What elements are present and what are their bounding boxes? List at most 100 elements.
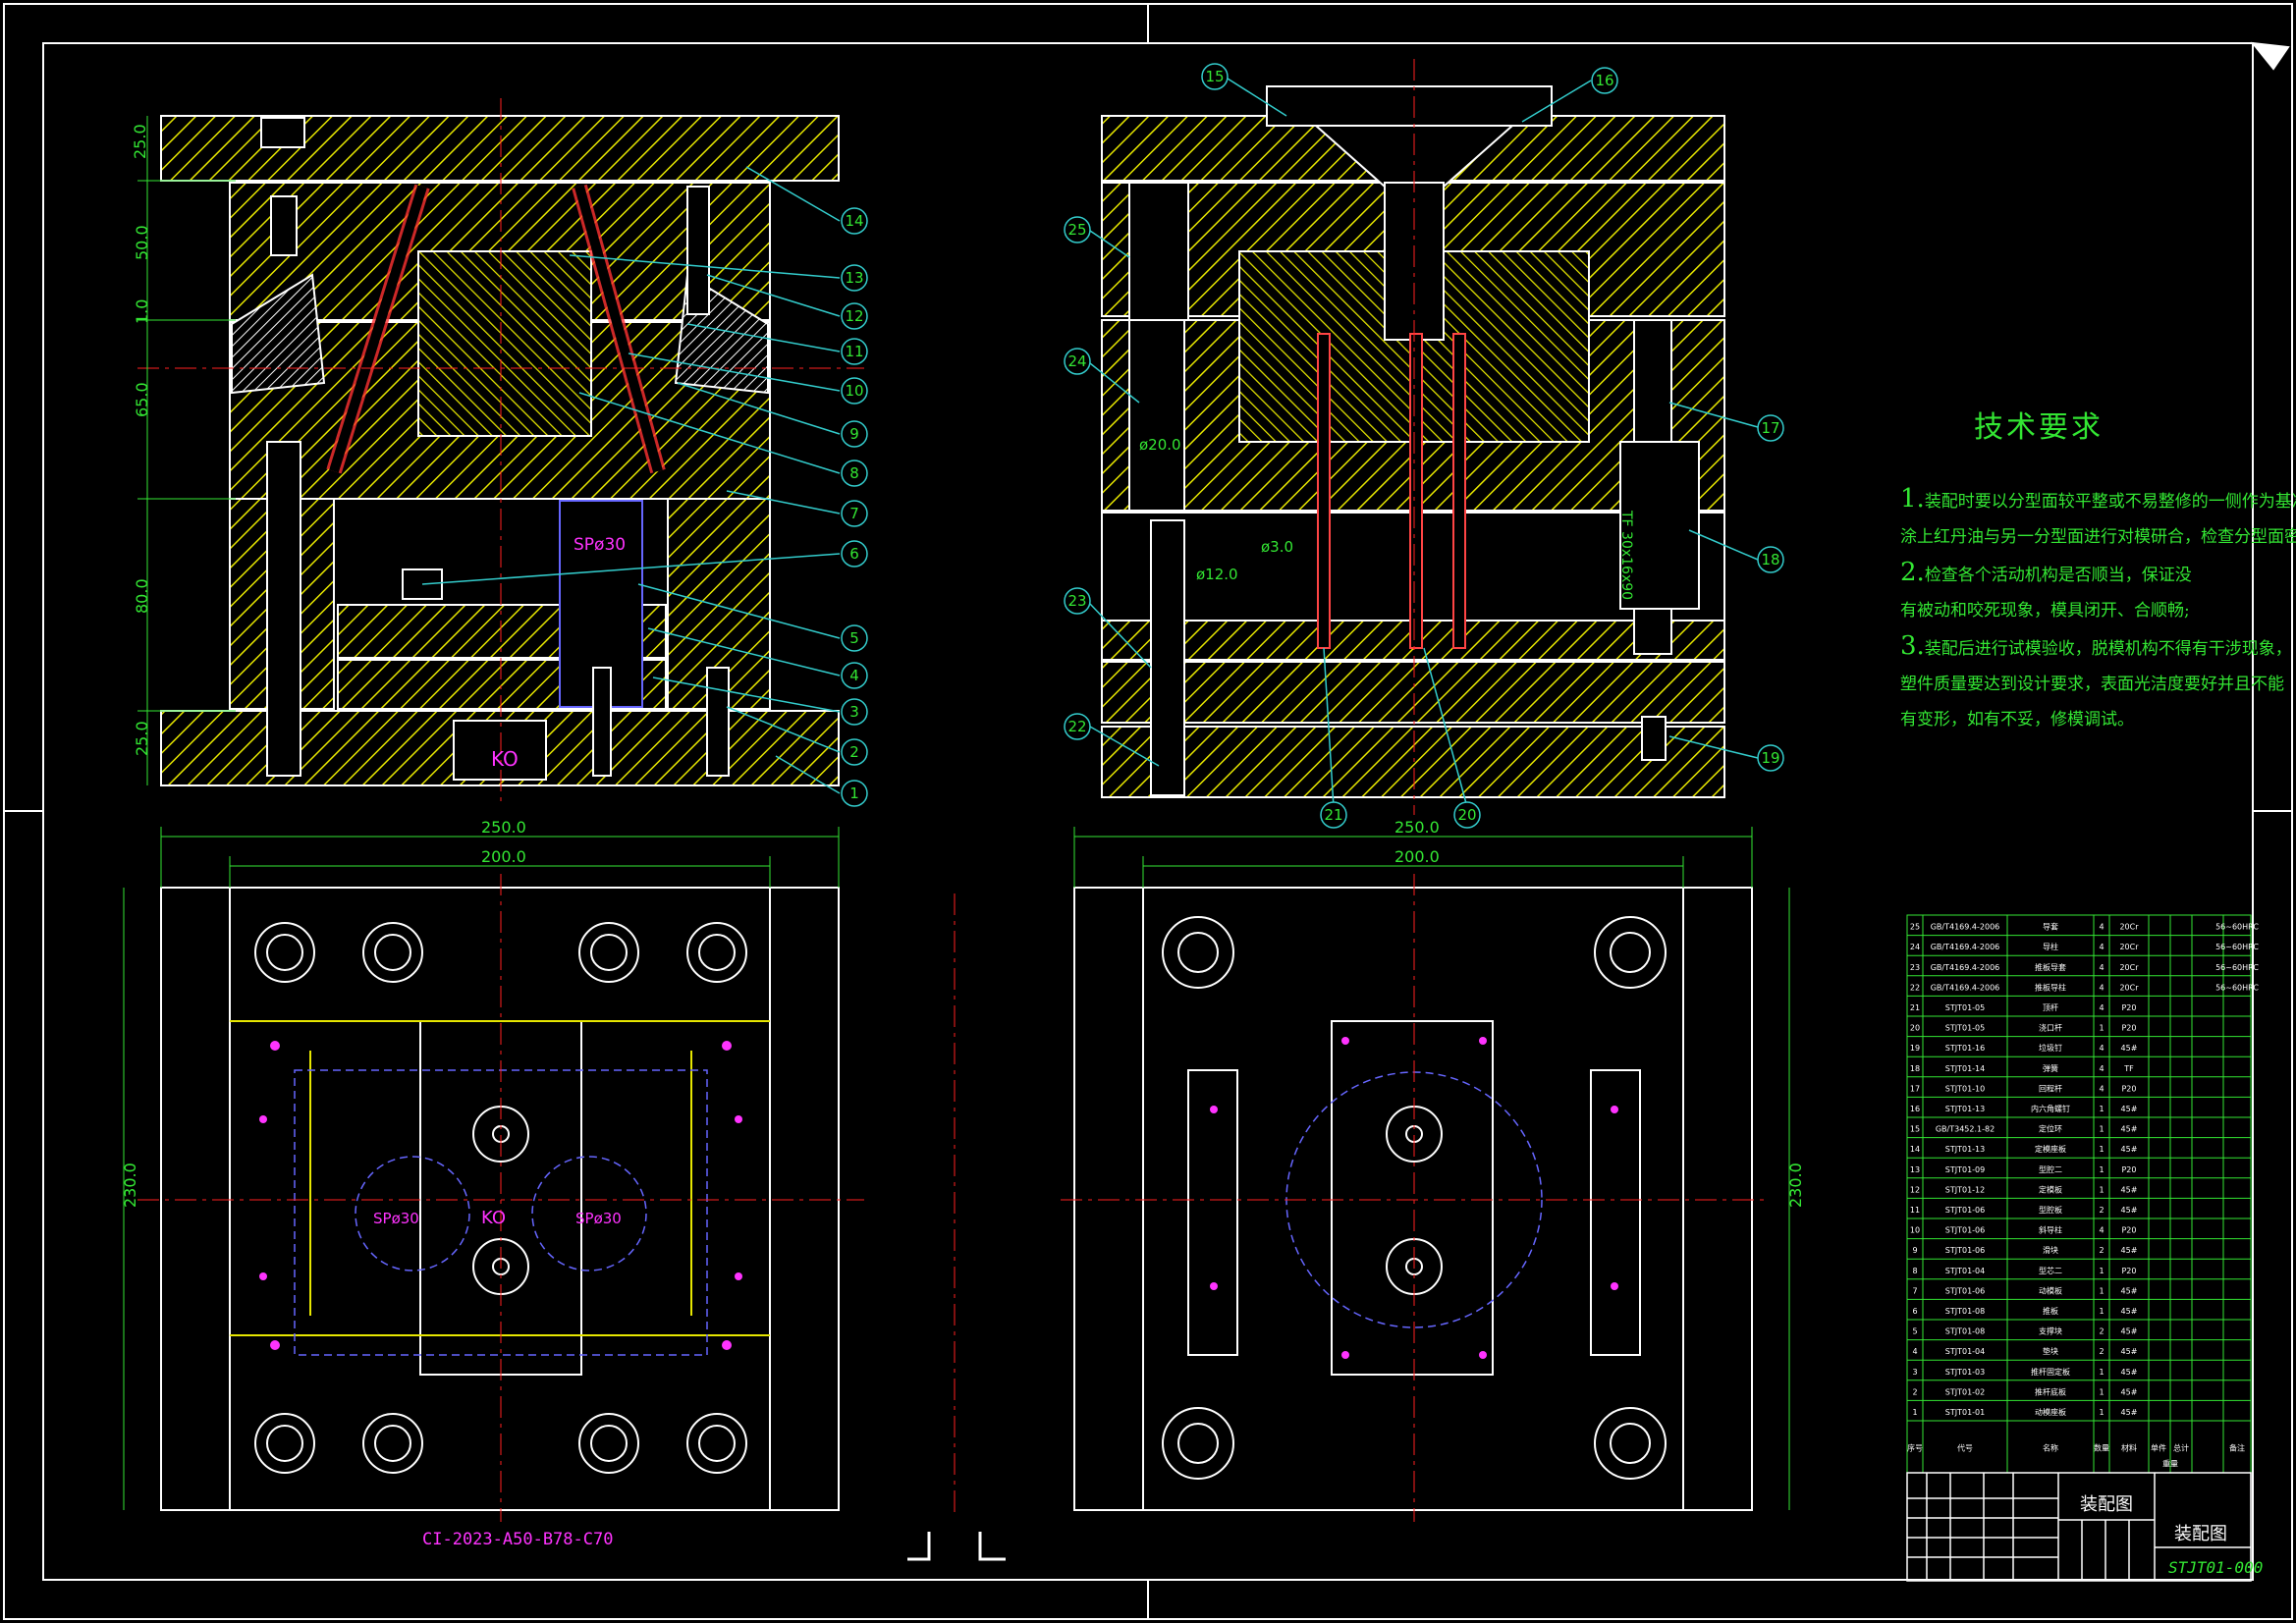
section-markers (907, 893, 1006, 1561)
sp-plan-right: SPø30 (575, 1210, 622, 1227)
dia-20-label: ø20.0 (1139, 436, 1181, 454)
bom-cell-mat: 45# (2121, 1145, 2138, 1154)
bom-cell-mat: 45# (2121, 1408, 2138, 1417)
bom-cell-no: 14 (1910, 1145, 1920, 1154)
bom-cell-no: 5 (1912, 1327, 1917, 1336)
bom-cell-qty: 2 (2099, 1246, 2104, 1255)
bom-cell-mat: P20 (2121, 1024, 2136, 1033)
bom-cell-code: STJT01-03 (1945, 1368, 1985, 1377)
bom-cell-name: 内六角螺钉 (2031, 1104, 2070, 1113)
balloon: 4 (849, 667, 859, 684)
bom-cell-name: 导套 (2043, 922, 2058, 932)
left-balloon-labels: 14 13 12 11 10 9 8 7 6 5 4 3 2 1 (845, 212, 863, 802)
bom-cell-qty: 4 (2099, 1226, 2104, 1235)
tech-item-1: 1.装配时要以分型面较平整或不易整修的一侧作为基准, (1900, 484, 2296, 514)
bom-cell-mat: P20 (2121, 1226, 2136, 1235)
bom-cell-name: 回程杆 (2039, 1083, 2062, 1093)
bom-cell-mat: 20Cr (2119, 963, 2139, 972)
left-leaders (421, 166, 841, 794)
bom-cell-name: 型腔二 (2039, 1164, 2062, 1174)
bom-cell-code: STJT01-12 (1945, 1185, 1985, 1194)
tech-item-3: 3.装配后进行试模验收，脱模机构不得有干涉现象， (1900, 631, 2292, 661)
right-leaders (1089, 78, 1759, 808)
bom-cell-code: GB/T4169.4-2006 (1931, 983, 2000, 992)
bom-cell-code: STJT01-01 (1945, 1408, 1985, 1417)
dim-w-inner-right: 200.0 (1394, 847, 1440, 866)
bom-cell-qty: 4 (2099, 923, 2104, 932)
dia-12-label: ø12.0 (1196, 566, 1238, 583)
bom-cell-code: GB/T4169.4-2006 (1931, 923, 2000, 932)
bom-cell-qty: 1 (2099, 1105, 2104, 1113)
bom-cell-no: 22 (1910, 983, 1920, 992)
bom-cell-mat: 45# (2121, 1185, 2138, 1194)
bom-cell-no: 8 (1912, 1267, 1917, 1275)
bom-header-name: 名称 (2043, 1443, 2058, 1453)
bom-header-note: 备注 (2229, 1443, 2245, 1453)
bom-cell-name: 垃圾钉 (2039, 1043, 2062, 1053)
bom-cell-name: 动模座板 (2035, 1407, 2066, 1417)
bom-cell-code: STJT01-04 (1945, 1267, 1985, 1275)
bom-cell-no: 1 (1912, 1408, 1917, 1417)
bom-cell-code: STJT01-02 (1945, 1387, 1985, 1396)
bom-cell-qty: 4 (2099, 1064, 2104, 1073)
bom-cell-code: STJT01-13 (1945, 1145, 1985, 1154)
bom-cell-no: 4 (1912, 1347, 1917, 1356)
balloon: 14 (845, 212, 863, 230)
bom-cell-name: 弹簧 (2043, 1063, 2058, 1073)
bom-cell-qty: 1 (2099, 1145, 2104, 1154)
left-vertical-dims (137, 116, 236, 785)
bom-cell-name: 型芯二 (2039, 1266, 2062, 1275)
right-plan-dims (1073, 827, 1790, 1510)
bom-cell-code: GB/T4169.4-2006 (1931, 963, 2000, 972)
bom-cell-qty: 1 (2099, 1185, 2104, 1194)
tech-item-3-end: 有变形，如有不妥，修模调试。 (1900, 710, 2134, 730)
bom-cell-mat: 45# (2121, 1327, 2138, 1336)
bom-cell-note: 56~60HRC (2215, 943, 2259, 951)
bom-cell-no: 25 (1910, 923, 1920, 932)
balloon: 23 (1067, 592, 1086, 610)
bom-cell-code: STJT01-14 (1945, 1064, 1985, 1073)
bom-cell-qty: 1 (2099, 1286, 2104, 1295)
tech-item-2: 2.检查各个活动机构是否顺当，保证没 (1900, 558, 2192, 587)
bom-cell-mat: 20Cr (2119, 943, 2139, 951)
drawing-code: CI-2023-A50-B78-C70 (422, 1530, 614, 1549)
balloon: 12 (845, 307, 863, 325)
bom-cell-no: 18 (1910, 1064, 1920, 1073)
bom-cell-qty: 1 (2099, 1408, 2104, 1417)
tech-requirements-title: 技术要求 (1974, 410, 2104, 445)
dim-h-6: 25.0 (133, 721, 151, 756)
bom-cell-mat: 45# (2121, 1286, 2138, 1295)
ko-label: KO (491, 747, 519, 771)
bom-cell-no: 3 (1912, 1368, 1917, 1377)
bom-cell-mat: P20 (2121, 1267, 2136, 1275)
dim-w-inner-left: 200.0 (481, 847, 526, 866)
bom-cell-name: 动模板 (2039, 1285, 2062, 1295)
bom-cell-name: 导柱 (2043, 942, 2058, 951)
tech-item-1-cont: 涂上红丹油与另一分型面进行对模研合，检查分型面密合情况; (1900, 527, 2296, 547)
bom-cell-mat: TF (2123, 1064, 2134, 1073)
bom-cell-mat: 45# (2121, 1044, 2138, 1053)
bom-cell-code: STJT01-16 (1945, 1044, 1985, 1053)
right-plan-bolts (1210, 1037, 1618, 1359)
left-plan-centerlines (137, 874, 864, 1522)
bom-cell-no: 2 (1912, 1387, 1917, 1396)
dim-h-4: 65.0 (133, 382, 151, 417)
balloon: 21 (1324, 806, 1342, 824)
bom-cell-qty: 2 (2099, 1206, 2104, 1215)
dim-h-1: 25.0 (131, 124, 149, 159)
bom-cell-no: 23 (1910, 963, 1920, 972)
tech-item-3-cont: 塑件质量要达到设计要求，表面光洁度要好并且不能 (1900, 675, 2284, 694)
bom-cell-mat: 20Cr (2119, 983, 2139, 992)
bom-cell-name: 定位环 (2039, 1124, 2062, 1134)
title-block-frame (1906, 1472, 2252, 1582)
left-plan-view (160, 887, 840, 1511)
bom-cell-code: STJT01-08 (1945, 1307, 1985, 1316)
right-balloons (1064, 63, 1784, 829)
bom-cell-no: 13 (1910, 1165, 1920, 1174)
left-plan-bolts (259, 1041, 742, 1350)
bom-cell-mat: 45# (2121, 1105, 2138, 1113)
bom-cell-qty: 4 (2099, 1003, 2104, 1012)
bom-cell-no: 19 (1910, 1044, 1920, 1053)
dim-w-outer-left: 250.0 (481, 818, 526, 837)
sp-plan-left: SPø30 (373, 1210, 419, 1227)
